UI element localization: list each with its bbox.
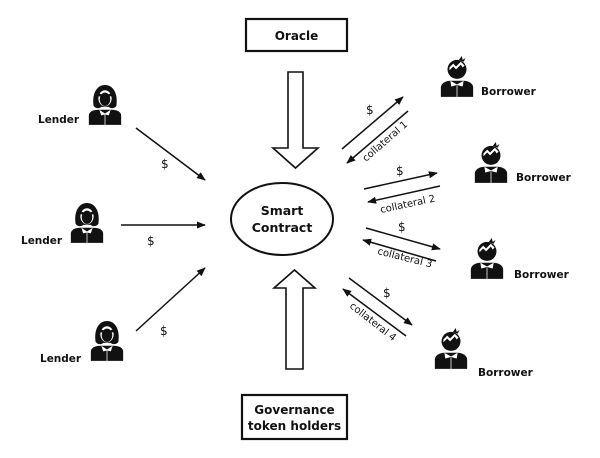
borrower-icon — [470, 237, 504, 280]
borrower-3-dollar-label: $ — [398, 220, 406, 234]
borrower-4-collateral-arrow — [342, 288, 407, 337]
borrower-label: Borrower — [478, 367, 534, 379]
lender-2-flow-label: $ — [147, 234, 155, 248]
borrower-1-collateral-arrow — [346, 110, 409, 164]
borrower-3-collateral-label: collateral 3 — [376, 246, 433, 270]
borrower-icon — [434, 327, 468, 370]
borrower-4: Borrower — [434, 327, 534, 379]
lender-3: Lender — [40, 320, 124, 365]
borrower-2-collateral-arrow — [367, 185, 441, 204]
lender-1-arrow — [135, 127, 206, 181]
borrower-3: Borrower — [470, 237, 570, 281]
lender-3-arrow — [135, 267, 206, 332]
lender-icon — [88, 84, 122, 126]
lender-1: Lender — [38, 84, 122, 126]
borrower-1-dollar-arrow — [341, 96, 404, 150]
lender-label: Lender — [21, 235, 63, 247]
borrower-2-dollar-label: $ — [396, 164, 404, 178]
lender-3-flow-label: $ — [160, 324, 168, 338]
borrower-label: Borrower — [514, 269, 570, 281]
borrower-label: Borrower — [481, 86, 537, 98]
lender-label: Lender — [38, 114, 80, 126]
governance-label-line2: token holders — [248, 419, 341, 433]
borrower-1-dollar-label: $ — [366, 103, 374, 117]
smart-contract-label-line1: Smart — [261, 203, 304, 218]
lender-1-flow-label: $ — [161, 157, 169, 171]
lender-icon — [90, 320, 124, 362]
smart-contract-node: Smart Contract — [230, 182, 334, 256]
borrower-2: Borrower — [474, 141, 572, 184]
borrower-3-dollar-arrow — [365, 227, 441, 251]
borrower-icon — [474, 141, 508, 184]
borrower-label: Borrower — [516, 172, 572, 184]
governance-label-line1: Governance — [254, 403, 334, 417]
oracle-block-arrow — [270, 71, 321, 170]
borrower-4-dollar-label: $ — [383, 286, 391, 300]
lender-label: Lender — [40, 353, 82, 365]
borrower-4-dollar-arrow — [348, 277, 413, 326]
borrower-1: Borrower — [440, 55, 537, 98]
governance-node: Governance token holders — [240, 393, 349, 441]
oracle-node: Oracle — [244, 17, 349, 53]
smart-contract-label-line2: Contract — [252, 220, 313, 235]
borrower-3-collateral-arrow — [362, 238, 437, 262]
oracle-label: Oracle — [275, 29, 319, 43]
borrower-4-collateral-label: collateral 4 — [347, 301, 398, 344]
borrower-2-dollar-arrow — [363, 171, 438, 190]
borrower-icon — [440, 55, 474, 98]
lender-icon — [70, 202, 104, 244]
governance-block-arrow — [271, 268, 318, 370]
lender-2: Lender — [21, 202, 104, 247]
